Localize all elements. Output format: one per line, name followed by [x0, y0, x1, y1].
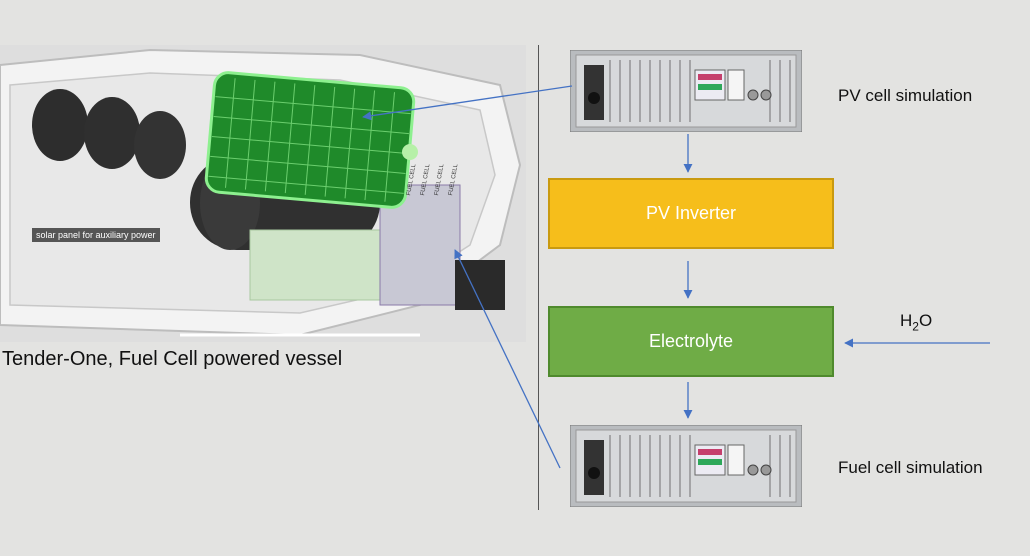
- electrolyte-label: Electrolyte: [648, 331, 734, 351]
- fuel-cell-label: Fuel cell simulation: [838, 458, 983, 477]
- electrolyte-box: Electrolyte: [548, 306, 834, 377]
- water-h: H: [900, 311, 913, 330]
- pv-cell-label: PV cell simulation: [838, 86, 973, 105]
- fuel-cell-simulator-device: [569, 424, 803, 508]
- water-o: O: [918, 311, 933, 330]
- pv-inverter-label: PV Inverter: [645, 203, 737, 223]
- solar-panel-tag: solar panel for auxiliary power: [32, 228, 160, 242]
- water-label: H2O: [900, 311, 932, 333]
- pv-inverter-box: PV Inverter: [548, 178, 834, 249]
- water-subscript: 2: [912, 319, 919, 334]
- boat-caption: Tender-One, Fuel Cell powered vessel: [2, 348, 343, 370]
- pv-simulator-device: [569, 49, 803, 133]
- divider-line: [538, 45, 539, 510]
